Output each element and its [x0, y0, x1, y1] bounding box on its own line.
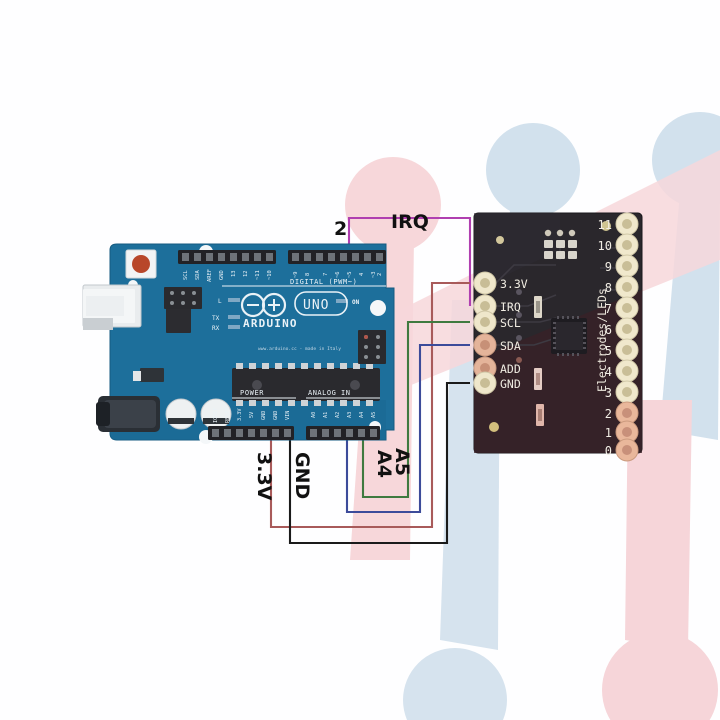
svg-text:GND: GND: [273, 411, 279, 420]
svg-text:5V: 5V: [249, 412, 255, 418]
svg-text:A0: A0: [311, 412, 317, 418]
label-gnd: GND: [291, 452, 313, 499]
svg-text:RESET: RESET: [225, 407, 231, 423]
led-labels: L TX RX ON: [212, 298, 360, 332]
svg-text:AREF: AREF: [207, 269, 213, 282]
svg-text:IRQ: IRQ: [500, 300, 521, 314]
breakout-electrode-labels: 11 10 9 8 7 6 5 4 3 2 1 0: [598, 218, 612, 458]
svg-text:2: 2: [377, 273, 383, 276]
arduino-brand: ARDUINO: [243, 317, 298, 330]
wire-gnd: [288, 381, 470, 545]
svg-text:A1: A1: [323, 412, 329, 418]
atmega328-dip-chip: [232, 363, 380, 406]
svg-text:L: L: [218, 298, 222, 305]
power-analog-header[interactable]: [208, 426, 380, 440]
svg-text:4: 4: [605, 365, 612, 379]
svg-text:2: 2: [605, 407, 612, 421]
svg-text:GND: GND: [500, 377, 521, 391]
power-barrel-jack: [96, 396, 160, 432]
breakout-left-pin-labels: 3.3V IRQ SCL SDA ADD GND: [500, 277, 528, 391]
svg-text:~11: ~11: [255, 270, 261, 280]
svg-text:9: 9: [605, 260, 612, 274]
wire-scl: [361, 320, 470, 499]
svg-text:GND: GND: [219, 270, 225, 280]
power-header-label: POWER: [240, 389, 264, 397]
svg-text:3.3V: 3.3V: [500, 277, 528, 291]
label-a5: A5: [391, 448, 413, 476]
svg-text:SDA: SDA: [500, 339, 521, 353]
arduino-logo-marks: [247, 299, 280, 311]
svg-text:10: 10: [598, 239, 612, 253]
breakout-mounting-holes: [489, 221, 611, 432]
label-pin-2: 2: [334, 218, 347, 240]
svg-text:~6: ~6: [335, 272, 341, 279]
wire-sda: [345, 343, 470, 514]
svg-text:~9: ~9: [293, 272, 299, 279]
analog-pin-labels: A0 A1 A2 A3 A4 A5: [311, 412, 377, 418]
label-3v3: 3.3V: [253, 452, 275, 501]
voltage-regulator: [133, 368, 164, 382]
svg-text:8: 8: [305, 273, 311, 276]
decor-pink-bottom: [602, 400, 718, 720]
svg-text:GND: GND: [261, 411, 267, 420]
usb-serial-chip: [166, 308, 191, 333]
svg-text:A5: A5: [371, 412, 377, 418]
svg-text:SCL: SCL: [183, 270, 189, 280]
svg-text:A3: A3: [347, 412, 353, 418]
svg-text:~10: ~10: [267, 270, 273, 280]
svg-text:3: 3: [605, 386, 612, 400]
svg-text:12: 12: [243, 271, 249, 278]
svg-text:~5: ~5: [347, 272, 353, 279]
svg-text:0: 0: [605, 444, 612, 458]
svg-text:IOREF: IOREF: [213, 407, 219, 423]
electrolytic-capacitors: [165, 398, 232, 430]
wire-vcc: [269, 281, 470, 529]
svg-text:A4: A4: [359, 412, 365, 418]
svg-text:~3: ~3: [371, 272, 377, 279]
arduino-logo: [240, 292, 287, 318]
svg-text:4: 4: [359, 273, 365, 276]
uno-badge: UNO: [294, 291, 348, 316]
digital-header-label: DIGITAL (PWM~): [290, 278, 357, 286]
svg-text:A2: A2: [335, 412, 341, 418]
svg-text:SCL: SCL: [500, 316, 521, 330]
svg-text:7: 7: [605, 302, 612, 316]
svg-text:8: 8: [605, 281, 612, 295]
label-irq: IRQ: [391, 211, 429, 233]
label-a4: A4: [373, 450, 395, 478]
usb-connector: [82, 284, 142, 330]
svg-text:6: 6: [605, 323, 612, 337]
svg-text:SDA: SDA: [195, 270, 201, 280]
svg-text:ADD: ADD: [500, 362, 521, 376]
svg-text:RX: RX: [212, 325, 220, 332]
svg-text:13: 13: [231, 271, 237, 278]
breakout-electrode-pins[interactable]: [615, 212, 639, 462]
svg-text:11: 11: [598, 218, 612, 232]
solder-jumper-pads[interactable]: [544, 229, 577, 259]
electrodes-leds-label: Electrodes/LEDs: [595, 288, 609, 392]
wire-irq: [347, 216, 472, 306]
svg-text:7: 7: [323, 273, 329, 276]
svg-text:3.3V: 3.3V: [237, 409, 243, 422]
uno-model: UNO: [303, 298, 329, 313]
mpr121-chip: [551, 316, 587, 356]
icsp-headers: [164, 287, 386, 364]
svg-text:TX: TX: [212, 315, 220, 322]
digital-pin-labels: SCL SDA AREF GND 13 12 ~11 ~10 ~9 8 7 ~6…: [183, 269, 383, 282]
reset-button[interactable]: [125, 249, 157, 279]
analog-header-label: ANALOG IN: [308, 389, 350, 397]
svg-text:5: 5: [605, 344, 612, 358]
svg-text:1: 1: [605, 426, 612, 440]
digital-header[interactable]: [178, 250, 386, 264]
breakout-left-pins[interactable]: [473, 271, 497, 395]
arduino-website: www.arduino.cc - made in Italy: [258, 346, 341, 352]
passive-components: [516, 289, 544, 426]
svg-text:ON: ON: [352, 299, 360, 306]
power-pin-labels: IOREF RESET 3.3V 5V GND GND VIN: [213, 407, 291, 423]
svg-text:VIN: VIN: [285, 411, 291, 420]
